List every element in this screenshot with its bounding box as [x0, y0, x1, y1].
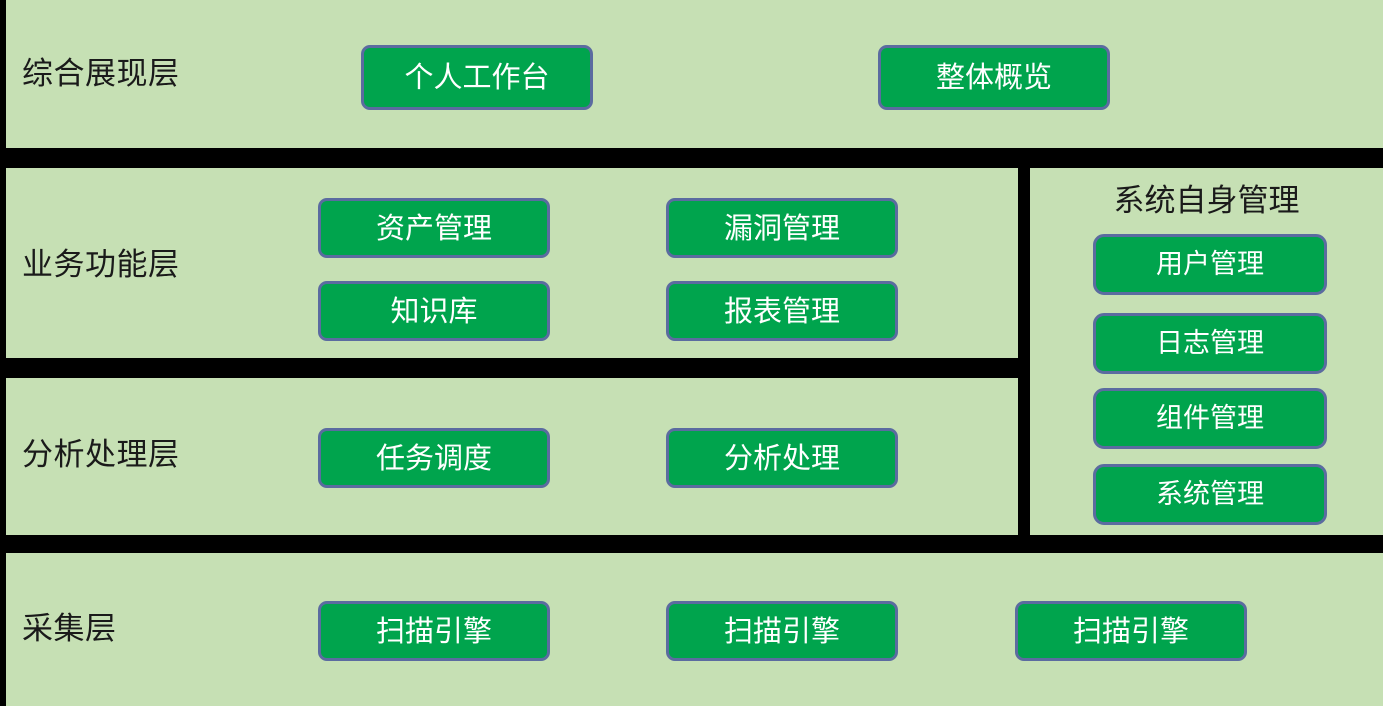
node-user-management[interactable]: 用户管理	[1093, 234, 1327, 295]
node-scan-engine-3[interactable]: 扫描引擎	[1015, 601, 1247, 661]
layer-label-analysis: 分析处理层	[22, 437, 180, 473]
node-overall-overview[interactable]: 整体概览	[878, 45, 1110, 110]
node-analysis-processing[interactable]: 分析处理	[666, 428, 898, 488]
layer-band-presentation	[6, 0, 1383, 148]
node-component-management[interactable]: 组件管理	[1093, 388, 1327, 449]
node-log-management[interactable]: 日志管理	[1093, 313, 1327, 374]
layer-label-presentation: 综合展现层	[22, 56, 180, 92]
node-report-management[interactable]: 报表管理	[666, 281, 898, 341]
layer-label-collection: 采集层	[22, 611, 117, 647]
side-panel-title: 系统自身管理	[1113, 183, 1300, 219]
node-vulnerability-management[interactable]: 漏洞管理	[666, 198, 898, 258]
node-knowledge-base[interactable]: 知识库	[318, 281, 550, 341]
node-personal-workbench[interactable]: 个人工作台	[361, 45, 593, 110]
node-scan-engine-1[interactable]: 扫描引擎	[318, 601, 550, 661]
node-scan-engine-2[interactable]: 扫描引擎	[666, 601, 898, 661]
layer-label-business: 业务功能层	[22, 247, 180, 283]
node-asset-management[interactable]: 资产管理	[318, 198, 550, 258]
node-task-scheduling[interactable]: 任务调度	[318, 428, 550, 488]
node-system-management[interactable]: 系统管理	[1093, 464, 1327, 525]
